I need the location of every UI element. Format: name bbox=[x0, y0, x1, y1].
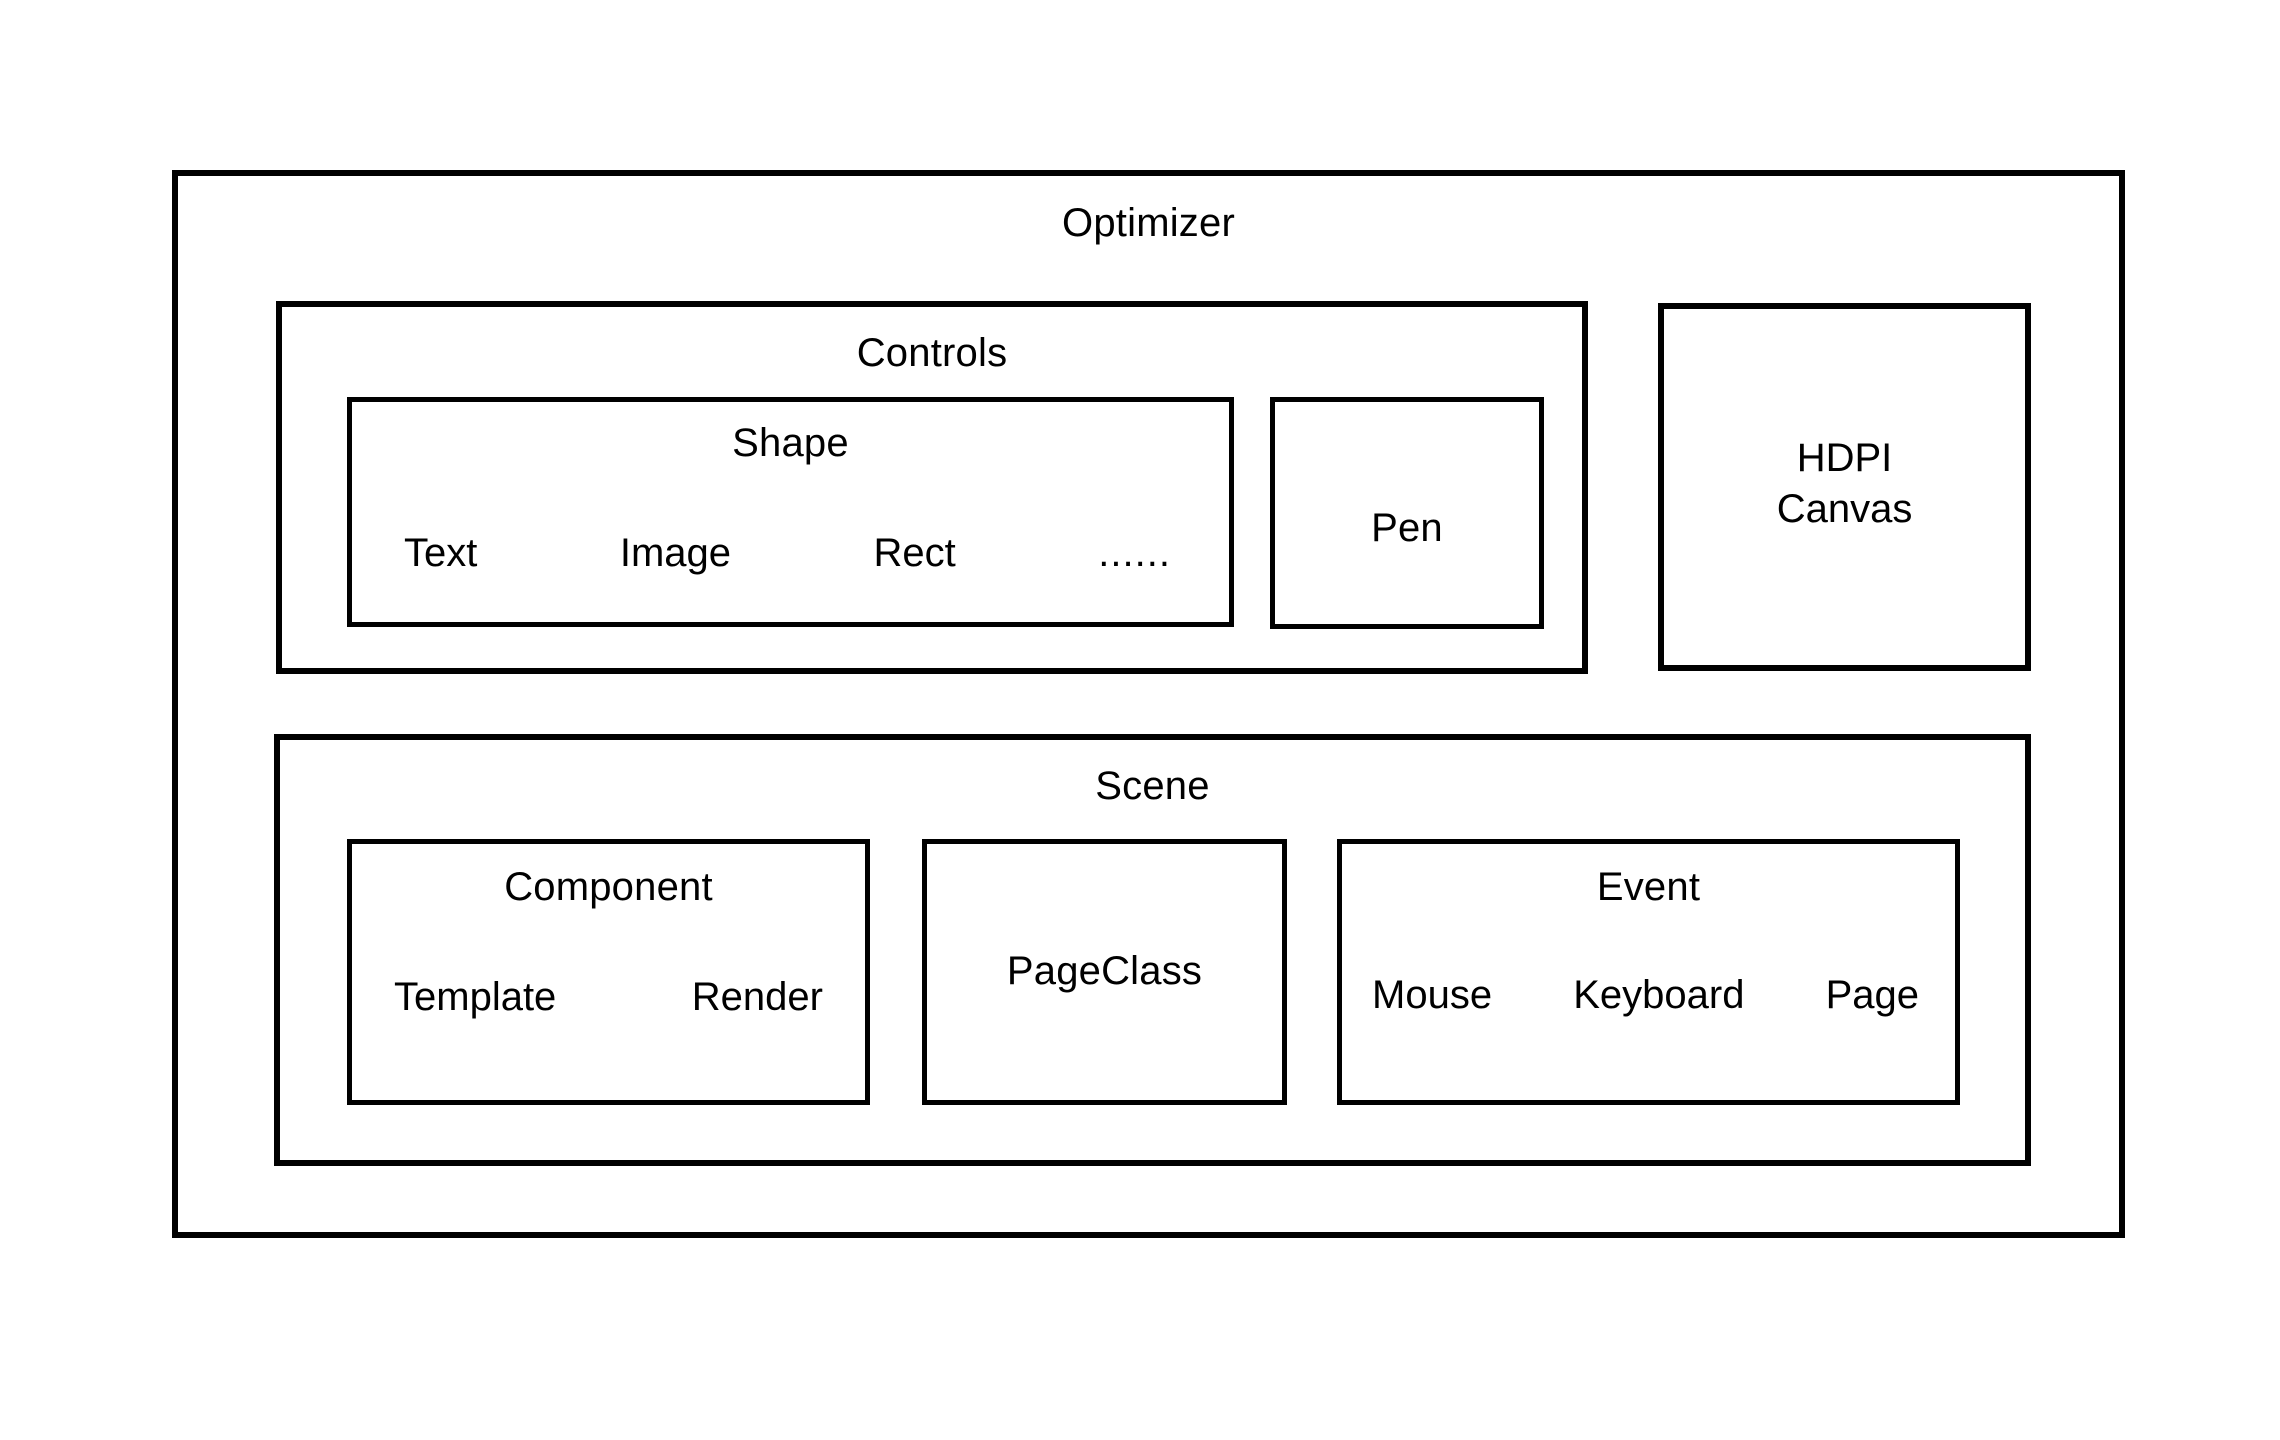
event-item-page: Page bbox=[1825, 973, 1919, 1017]
shape-title: Shape bbox=[732, 421, 849, 465]
shape-item-text: Text bbox=[404, 531, 478, 575]
event-title: Event bbox=[1596, 865, 1701, 909]
event-item-row: Mouse Keyboard Page bbox=[1342, 974, 1955, 1016]
component-container: Component Template Render bbox=[347, 839, 870, 1105]
event-item-mouse: Mouse bbox=[1372, 973, 1493, 1017]
pen-container: Pen bbox=[1270, 397, 1544, 629]
shape-item-image: Image bbox=[619, 531, 732, 575]
hdpi-canvas-label: HDPI Canvas bbox=[1776, 436, 1913, 532]
scene-container: Scene Component Template Render PageClas… bbox=[274, 734, 2031, 1166]
optimizer-container: Optimizer Controls Shape Text Image Rect… bbox=[172, 170, 2125, 1238]
optimizer-title: Optimizer bbox=[1062, 201, 1235, 245]
component-item-row: Template Render bbox=[352, 976, 865, 1018]
component-item-render: Render bbox=[691, 975, 823, 1019]
event-item-keyboard: Keyboard bbox=[1573, 973, 1745, 1017]
component-item-template: Template bbox=[394, 975, 557, 1019]
hdpi-canvas-container: HDPI Canvas bbox=[1658, 303, 2031, 671]
shape-container: Shape Text Image Rect ...... bbox=[347, 397, 1234, 627]
controls-title: Controls bbox=[856, 331, 1008, 375]
scene-title: Scene bbox=[1095, 764, 1210, 808]
shape-item-ellipsis: ...... bbox=[1098, 531, 1171, 575]
component-title: Component bbox=[504, 865, 713, 909]
pen-label: Pen bbox=[1371, 506, 1443, 550]
pageclass-label: PageClass bbox=[1006, 949, 1203, 993]
shape-item-row: Text Image Rect ...... bbox=[352, 532, 1229, 574]
event-container: Event Mouse Keyboard Page bbox=[1337, 839, 1960, 1105]
pageclass-container: PageClass bbox=[922, 839, 1287, 1105]
shape-item-rect: Rect bbox=[873, 531, 956, 575]
controls-container: Controls Shape Text Image Rect ...... Pe… bbox=[276, 301, 1588, 674]
